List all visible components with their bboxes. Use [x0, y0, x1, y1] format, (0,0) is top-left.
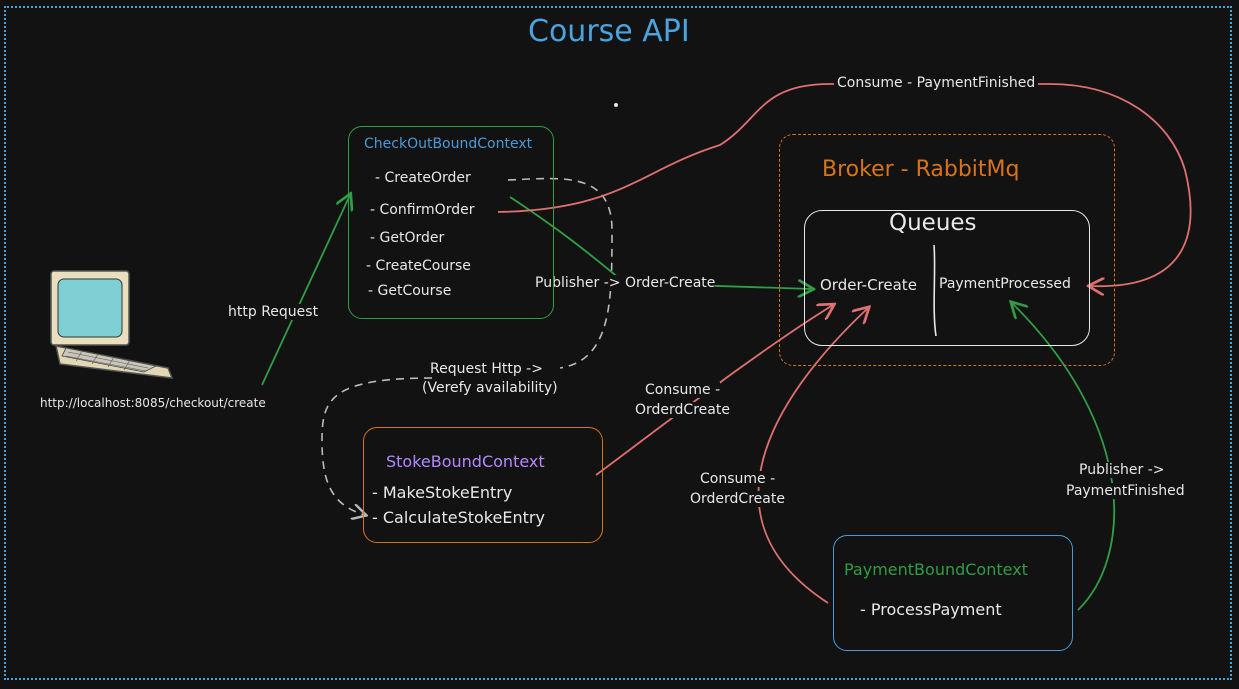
client-url: http://localhost:8085/checkout/create — [40, 396, 266, 410]
consume-payment-finished-label: Consume - PaymentFinished — [834, 75, 1039, 91]
payment-consume-arrow — [757, 308, 868, 604]
request-http-arrow — [321, 177, 613, 515]
laptop-icon — [50, 270, 174, 379]
consume-ordered-create-label-1a: Consume - — [645, 382, 721, 398]
publisher-order-create-label: Publisher -> Order-Create — [535, 275, 716, 291]
payment-context-title: PaymentBoundContext — [844, 560, 1028, 579]
consume-ordered-create-label-2a: Consume - — [700, 471, 776, 487]
stoke-context-title: StokeBoundContext — [386, 452, 545, 471]
publisher-payment-finished-label-b: PaymentFinished — [1066, 483, 1185, 499]
http-request-arrow — [261, 195, 350, 386]
diagram-title: Course API — [528, 14, 690, 49]
stray-dot — [614, 103, 618, 107]
checkout-item-get-course: - GetCourse — [368, 283, 452, 299]
broker-box — [779, 134, 1115, 366]
checkout-context-box — [348, 126, 554, 319]
queue-order-create: Order-Create — [820, 276, 917, 294]
canvas-frame — [4, 6, 1232, 680]
stoke-item-make-entry: - MakeStokeEntry — [372, 483, 513, 502]
checkout-item-create-order: - CreateOrder — [375, 170, 471, 186]
request-http-label: Request Http -> — [430, 361, 543, 377]
queue-payment-processed: PaymentProcessed — [939, 276, 1071, 292]
consume-ordered-create-label-2b: OrderdCreate — [690, 491, 785, 507]
queues-box — [804, 210, 1090, 346]
checkout-item-get-order: - GetOrder — [370, 230, 445, 246]
publisher-payment-finished-label-a: Publisher -> — [1079, 462, 1165, 478]
checkout-context-title: CheckOutBoundContext — [364, 136, 533, 152]
consume-ordered-create-label-1b: OrderdCreate — [635, 402, 730, 418]
checkout-item-confirm-order: - ConfirmOrder — [370, 202, 475, 218]
broker-title: Broker - RabbitMq — [822, 157, 1020, 182]
http-request-label: http Request — [228, 304, 319, 320]
queues-title: Queues — [889, 210, 977, 236]
queue-divider — [933, 244, 937, 337]
payment-context-box — [833, 535, 1073, 651]
stoke-item-calculate-entry: - CalculateStokeEntry — [372, 508, 545, 527]
payment-item-process: - ProcessPayment — [860, 600, 1002, 619]
stoke-context-box — [363, 427, 603, 543]
verify-availability-label: (Verefy availability) — [422, 380, 558, 396]
checkout-item-create-course: - CreateCourse — [366, 258, 471, 274]
